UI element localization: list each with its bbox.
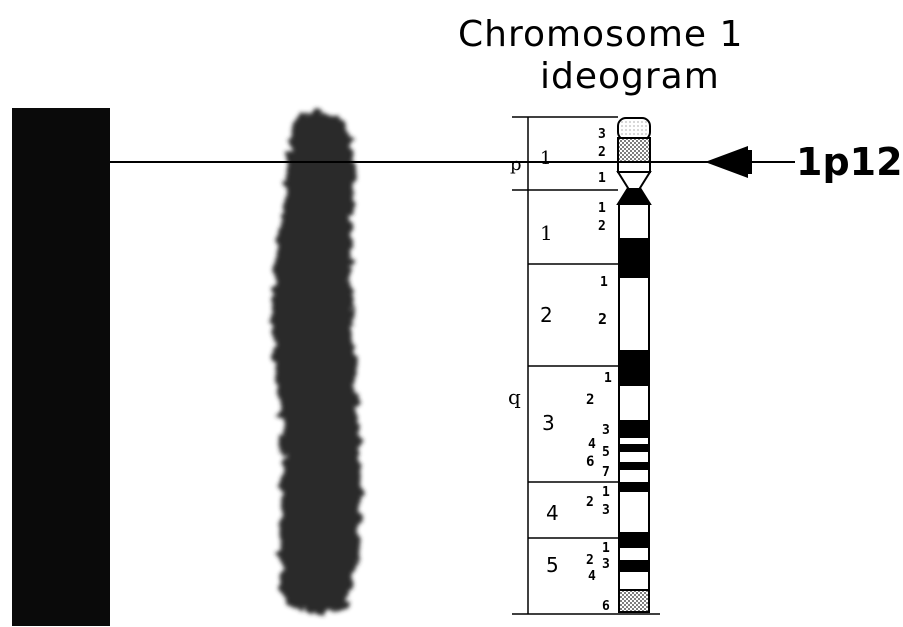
p-band-2: 2 bbox=[598, 145, 606, 160]
q1-band-1: 1 bbox=[598, 201, 606, 216]
p-band-3: 3 bbox=[598, 127, 606, 142]
q3-band-1: 1 bbox=[604, 371, 612, 386]
q-region-3: 3 bbox=[542, 411, 555, 435]
q3-band-7: 7 bbox=[602, 465, 610, 480]
q4-band-3: 3 bbox=[602, 503, 610, 518]
q5-band-3: 3 bbox=[602, 557, 610, 572]
q3-band-6: 6 bbox=[586, 454, 594, 470]
q5-band-1: 1 bbox=[602, 541, 610, 556]
q3-band-3: 3 bbox=[602, 423, 610, 438]
locus-arrow-icon bbox=[705, 146, 752, 178]
q5-band-2: 2 bbox=[586, 553, 594, 568]
q3-band-2: 2 bbox=[586, 392, 594, 408]
p-band-1: 1 bbox=[598, 171, 606, 186]
q1-band-2: 2 bbox=[598, 219, 606, 234]
q3-band-5: 5 bbox=[602, 445, 610, 460]
q5-band-4: 4 bbox=[588, 569, 596, 584]
q4-band-1: 1 bbox=[602, 485, 610, 500]
q-region-2: 2 bbox=[540, 303, 553, 327]
q-region-5: 5 bbox=[546, 553, 559, 577]
q5-band-6: 6 bbox=[602, 599, 610, 614]
q3-band-4: 4 bbox=[588, 437, 596, 452]
p-region-label: 1 bbox=[540, 148, 551, 169]
q-region-1: 1 bbox=[540, 221, 553, 245]
q2-band-2: 2 bbox=[598, 310, 607, 328]
q-region-4: 4 bbox=[546, 501, 559, 525]
chromosome-photo-fuzzy bbox=[272, 113, 360, 614]
ideogram-chromosome bbox=[618, 118, 650, 612]
locus-label: 1p12 bbox=[796, 140, 903, 184]
q4-band-2: 2 bbox=[586, 495, 594, 510]
arm-label-q: q bbox=[508, 385, 521, 409]
q2-band-1: 1 bbox=[600, 275, 608, 290]
arm-label-p: p bbox=[510, 154, 522, 175]
